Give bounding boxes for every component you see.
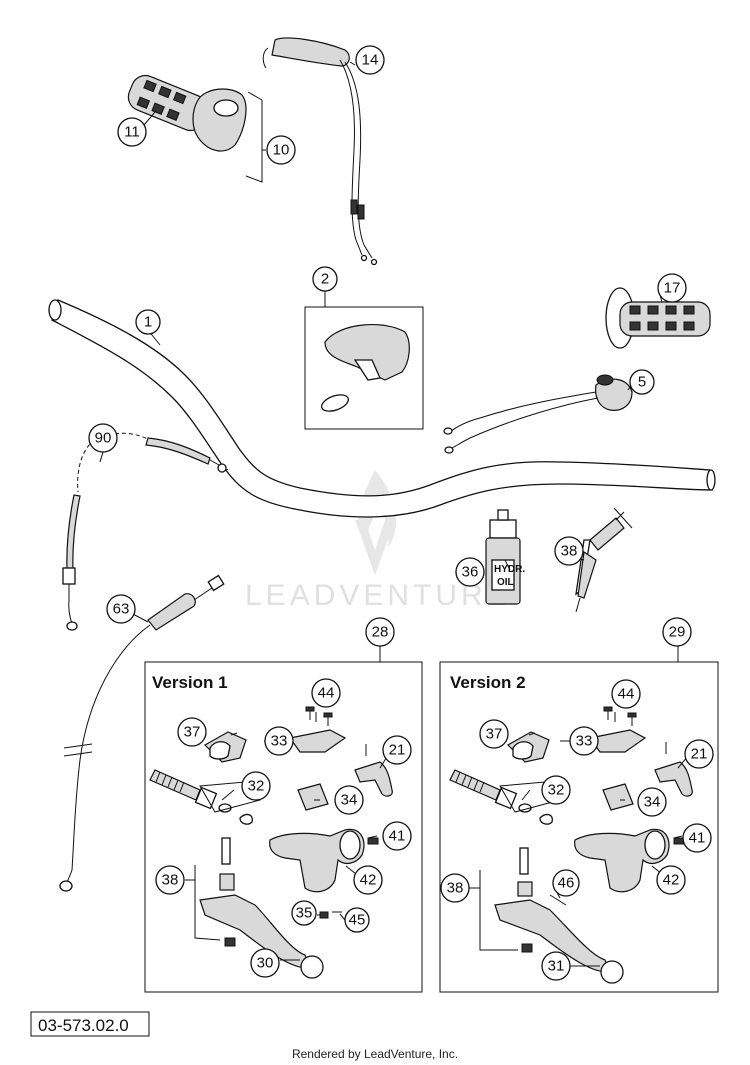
v1-callout-30: 30 <box>250 948 280 978</box>
callout-90: 90 <box>88 423 118 453</box>
kill-switch <box>443 374 633 454</box>
svg-text:90: 90 <box>95 430 112 447</box>
svg-text:10: 10 <box>273 142 290 159</box>
svg-text:35: 35 <box>296 905 313 922</box>
v2-callout-41: 41 <box>682 823 712 853</box>
reference-code: 03-573.02.0 <box>38 1016 129 1035</box>
bleeding-syringe <box>575 507 633 613</box>
svg-text:21: 21 <box>691 746 708 763</box>
version-1-box <box>144 661 423 993</box>
svg-text:33: 33 <box>271 733 288 750</box>
svg-text:11: 11 <box>124 124 140 141</box>
callout-14: 14 <box>355 45 385 75</box>
v1-callout-45: 45 <box>344 907 370 933</box>
version-2-label: Version 2 <box>450 673 526 692</box>
watermark-logo <box>355 470 397 575</box>
svg-text:46: 46 <box>558 875 575 892</box>
v2-callout-21: 21 <box>684 739 714 769</box>
svg-text:42: 42 <box>360 872 377 889</box>
svg-text:30: 30 <box>257 955 274 972</box>
svg-text:37: 37 <box>486 726 503 743</box>
throttle-housing <box>192 88 263 183</box>
v1-callout-33: 33 <box>264 726 294 756</box>
callout-2: 2 <box>312 266 338 292</box>
version-2-box <box>439 661 719 993</box>
callout-36: 36 <box>455 557 485 587</box>
version-1-parts <box>149 706 393 979</box>
footer-credit: Rendered by LeadVenture, Inc. <box>292 1047 458 1061</box>
svg-text:1: 1 <box>144 314 152 331</box>
cover-cap-box <box>304 290 424 430</box>
callout-5: 5 <box>629 369 655 395</box>
callout-40: 38 <box>554 536 584 566</box>
throttle-cables <box>262 37 378 266</box>
svg-text:63: 63 <box>113 601 130 618</box>
svg-text:17: 17 <box>664 280 681 297</box>
callout-28: 28 <box>365 617 395 647</box>
v2-callout-44: 44 <box>611 679 641 709</box>
v2-callout-31: 31 <box>541 951 571 981</box>
callout-17: 17 <box>657 273 687 303</box>
callout-29: 29 <box>662 617 692 647</box>
svg-text:33: 33 <box>576 733 593 750</box>
callout-63: 63 <box>106 594 136 624</box>
v1-callout-44: 44 <box>311 678 341 708</box>
right-grip <box>605 287 711 349</box>
v1-callout-37: 37 <box>177 717 207 747</box>
v2-callout-32: 32 <box>541 775 571 805</box>
v1-callout-42: 42 <box>353 865 383 895</box>
v1-callout-35: 35 <box>291 900 317 926</box>
svg-text:21: 21 <box>389 742 406 759</box>
hydraulic-line <box>59 574 225 892</box>
svg-text:14: 14 <box>362 52 379 69</box>
svg-text:41: 41 <box>389 828 406 845</box>
svg-text:42: 42 <box>663 872 680 889</box>
v2-callout-38: 38 <box>440 873 470 903</box>
svg-text:45: 45 <box>349 912 366 929</box>
svg-text:29: 29 <box>669 624 686 641</box>
clutch-cable <box>62 432 229 631</box>
reference-code-box <box>30 1011 150 1037</box>
svg-text:34: 34 <box>341 792 358 809</box>
v1-callout-38: 38 <box>155 865 185 895</box>
svg-text:32: 32 <box>248 778 265 795</box>
svg-text:28: 28 <box>372 624 389 641</box>
version-1-label: Version 1 <box>152 673 228 692</box>
version-2-parts <box>449 706 693 984</box>
v2-callout-37: 37 <box>479 719 509 749</box>
svg-text:37: 37 <box>184 724 201 741</box>
svg-text:38: 38 <box>447 880 464 897</box>
svg-text:36: 36 <box>462 564 479 581</box>
v1-callout-32: 32 <box>241 771 271 801</box>
svg-text:44: 44 <box>318 685 335 702</box>
v2-callout-42: 42 <box>656 865 686 895</box>
svg-text:38: 38 <box>162 872 179 889</box>
v2-callout-46: 46 <box>552 869 580 897</box>
hydraulic-oil-bottle: HYDR. OIL <box>485 509 525 605</box>
callout-1: 1 <box>135 309 161 335</box>
svg-text:5: 5 <box>638 374 646 391</box>
v1-callout-34: 34 <box>334 785 364 815</box>
throttle-grip <box>127 74 209 132</box>
callout-11: 11 <box>117 117 147 147</box>
v1-callout-41: 41 <box>382 821 412 851</box>
svg-text:32: 32 <box>548 782 565 799</box>
svg-text:31: 31 <box>548 958 565 975</box>
v2-callout-33: 33 <box>569 726 599 756</box>
svg-text:34: 34 <box>644 794 661 811</box>
svg-text:38: 38 <box>561 543 578 560</box>
v1-callout-21: 21 <box>382 735 412 765</box>
callout-10: 10 <box>266 135 296 165</box>
svg-text:41: 41 <box>689 830 706 847</box>
svg-text:44: 44 <box>618 686 635 703</box>
bottle-label-line-2: OIL <box>497 577 514 588</box>
v2-callout-34: 34 <box>637 787 667 817</box>
svg-text:2: 2 <box>321 271 329 288</box>
